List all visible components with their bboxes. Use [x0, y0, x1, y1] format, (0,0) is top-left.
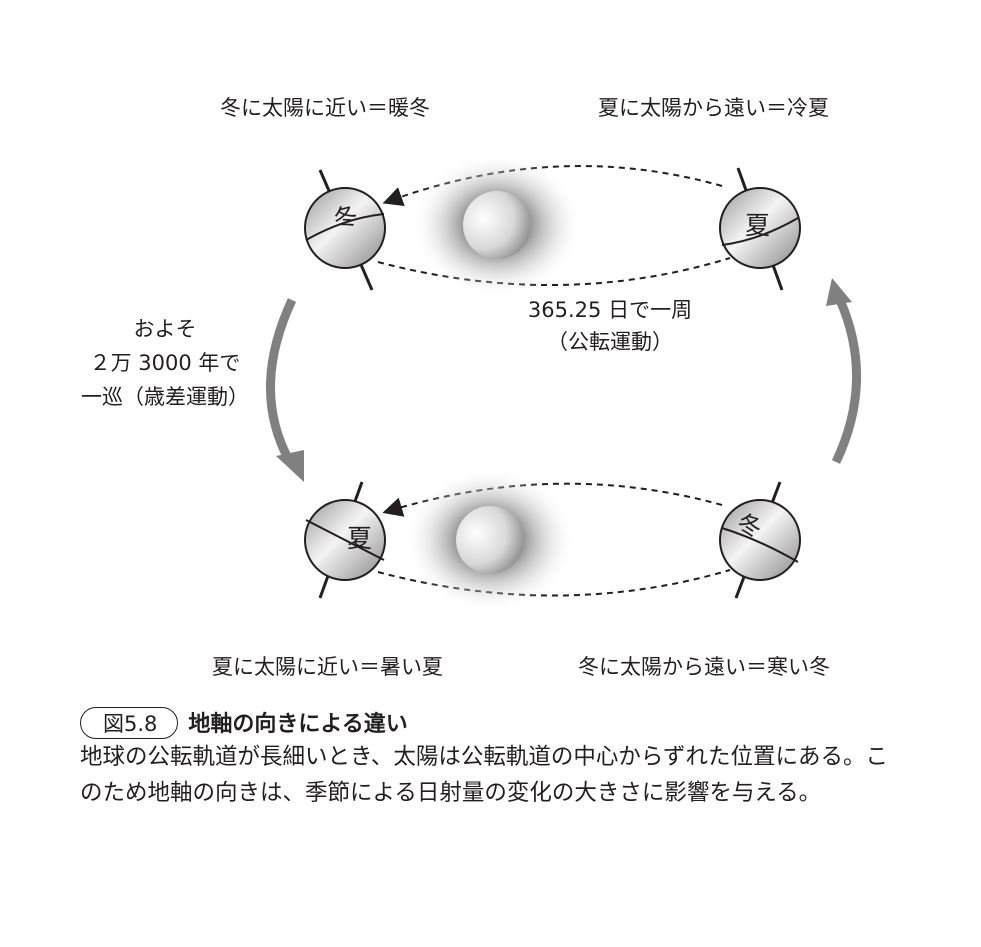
precession-text: およそ ２万 3000 年で 一巡（歳差運動）	[75, 312, 255, 414]
label-top-right: 夏に太陽から遠い＝冷夏	[598, 96, 829, 120]
figure-description: 地球の公転軌道が長細いとき、太陽は公転軌道の中心からずれた位置にある。このため地…	[80, 744, 888, 806]
precession-arrow-right	[826, 278, 861, 464]
figure-number: 図5.8	[80, 707, 179, 739]
globe-label-bottom-left: 夏	[347, 524, 373, 553]
label-top-left: 冬に太陽に近い＝暖冬	[220, 96, 430, 120]
earth-bottom-left	[304, 481, 386, 599]
revolution-line-1: 365.25 日で一周	[527, 298, 693, 322]
precession-line-3: 一巡（歳差運動）	[81, 385, 249, 409]
revolution-line-2: （公転運動）	[547, 330, 673, 354]
sun-top	[412, 153, 582, 297]
sun-bottom	[405, 468, 575, 612]
revolution-text: 365.25 日で一周 （公転運動）	[500, 294, 720, 358]
earth-top-right	[719, 167, 801, 291]
earth-top-left	[304, 169, 386, 291]
precession-arrow-left	[266, 298, 304, 482]
globe-label-top-right: 夏	[745, 211, 771, 240]
precession-line-1: およそ	[133, 317, 197, 341]
precession-line-2: ２万 3000 年で	[89, 351, 241, 375]
earth-bottom-right	[719, 481, 801, 599]
label-bottom-right: 冬に太陽から遠い＝寒い冬	[578, 655, 830, 679]
label-bottom-left: 夏に太陽に近い＝暑い夏	[212, 655, 443, 679]
figure-title: 地軸の向きによる違い	[188, 712, 408, 737]
figure-caption: 図5.8 地軸の向きによる違い	[80, 706, 408, 739]
